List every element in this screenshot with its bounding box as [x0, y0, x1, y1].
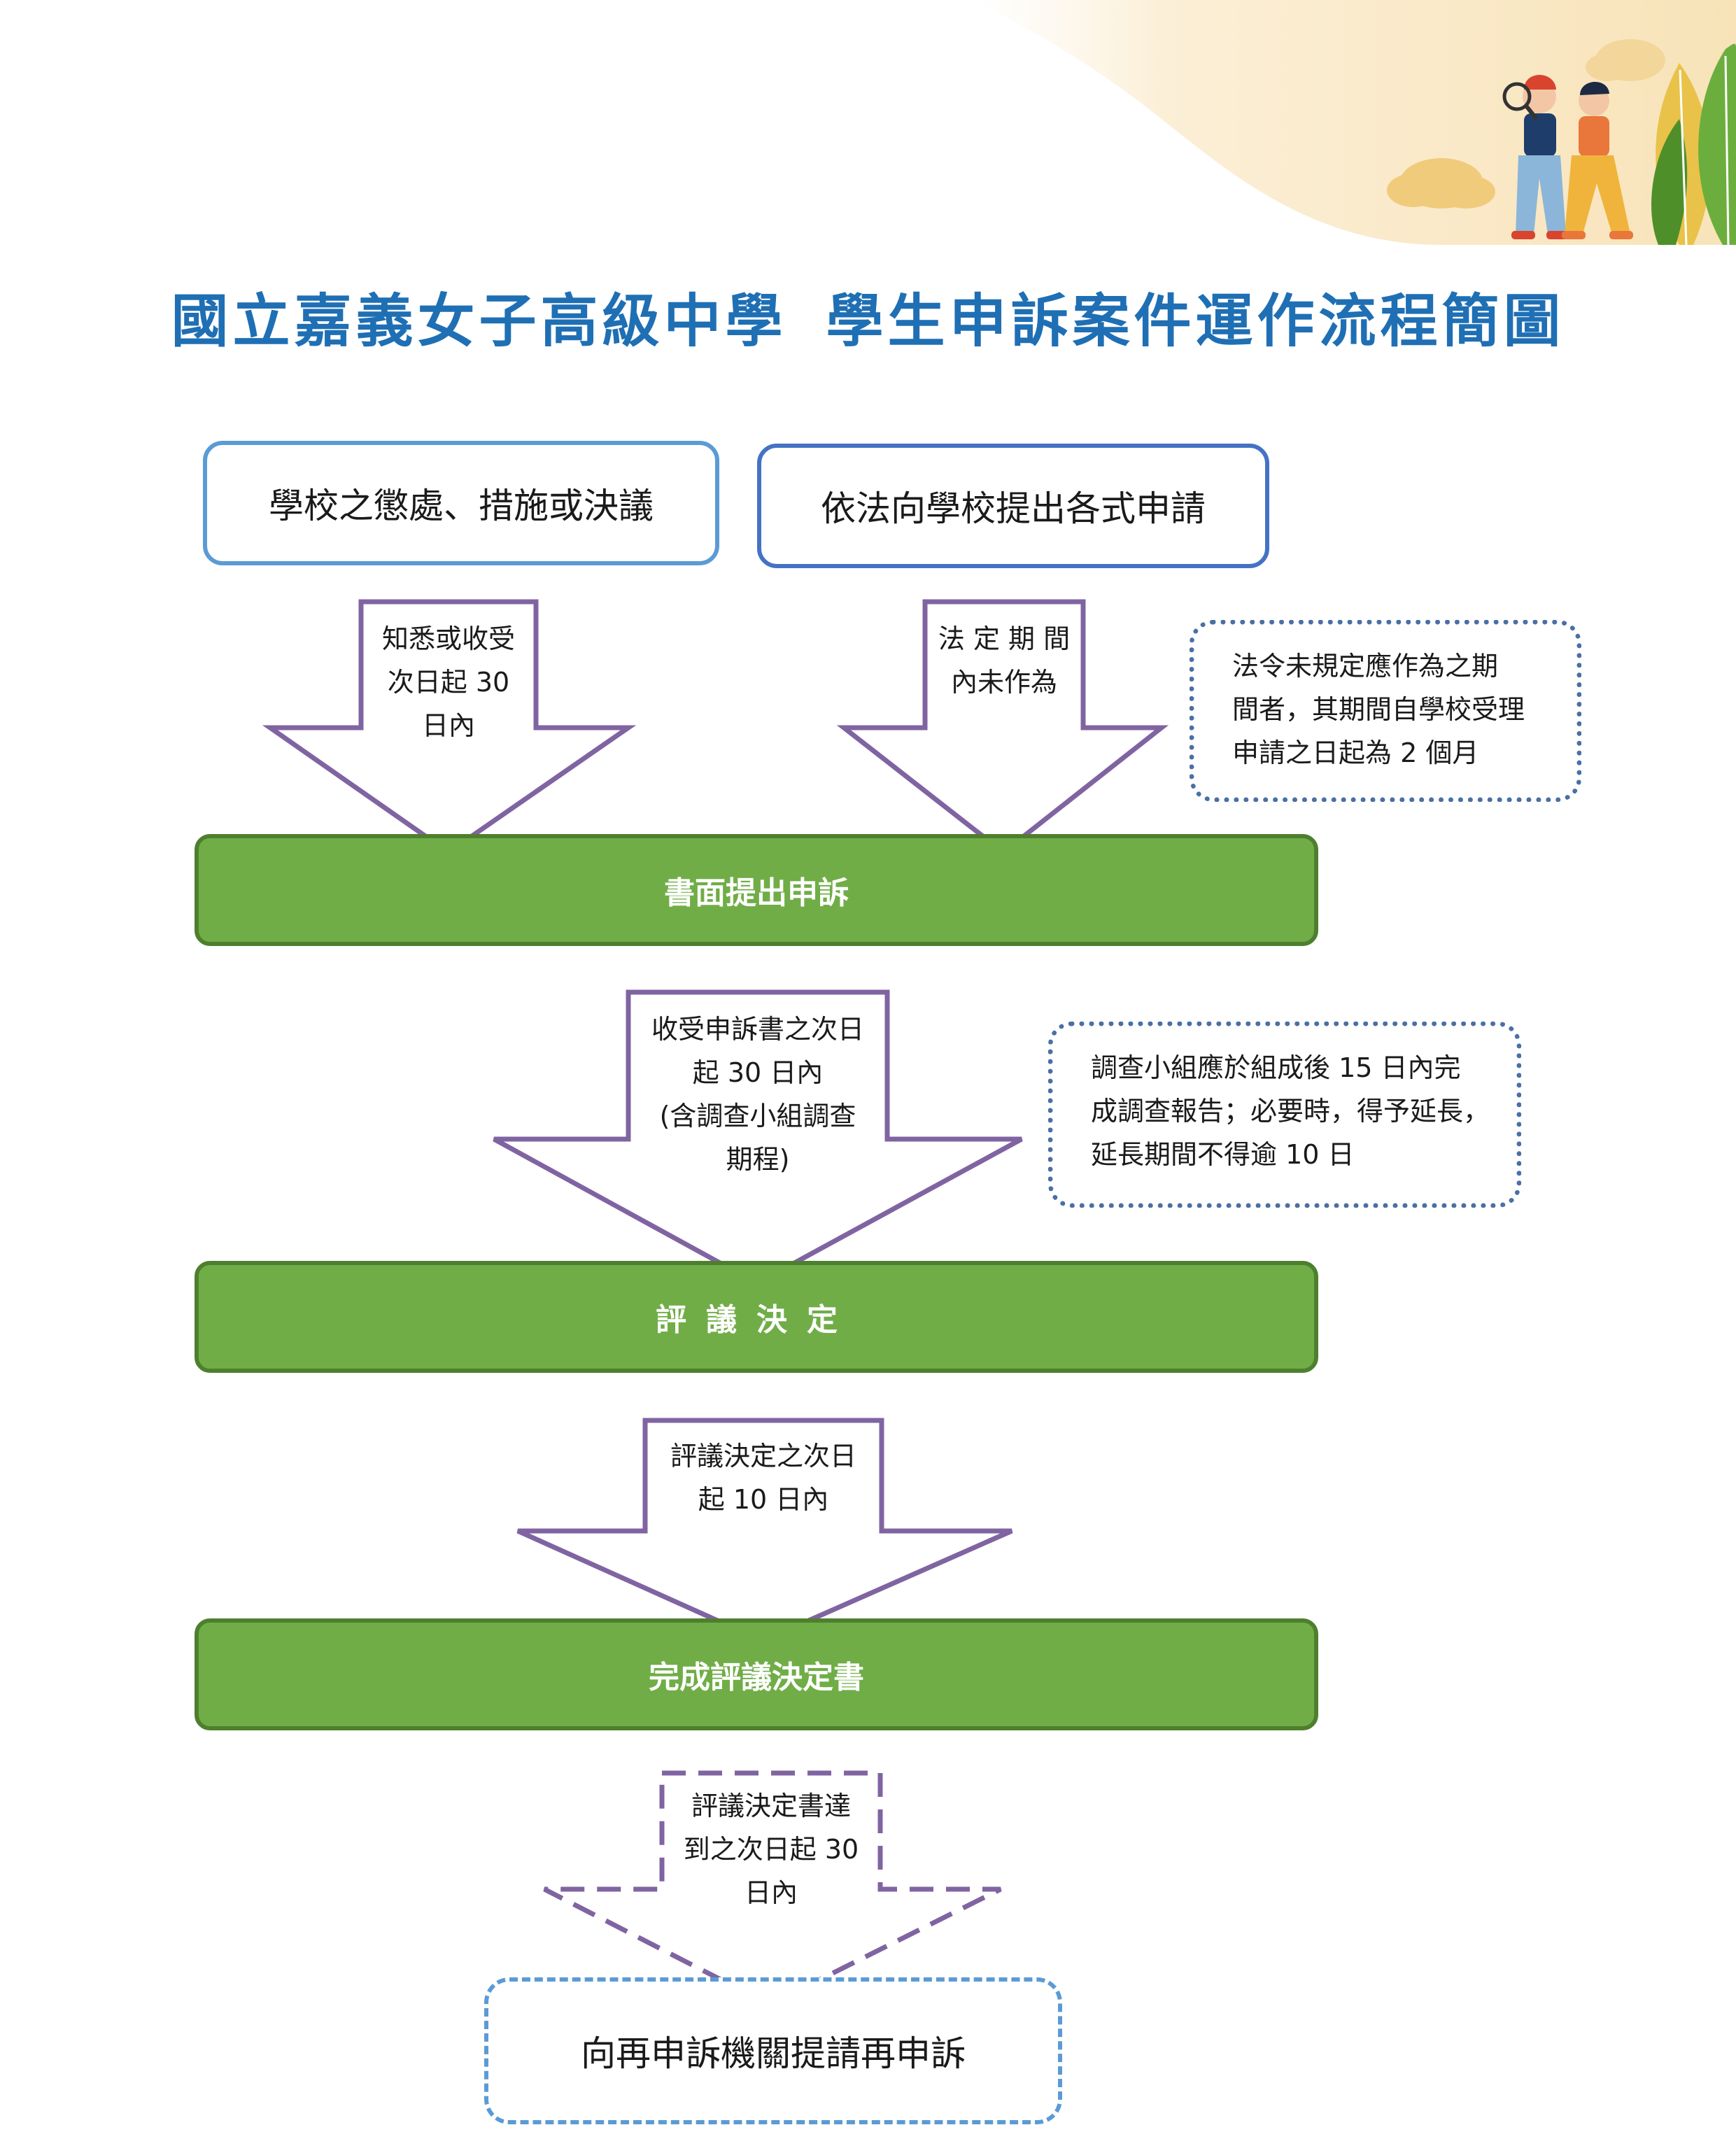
arrow-1-line: 日內	[421, 710, 475, 741]
arrow-2-line: 內未作為	[950, 667, 1057, 698]
arrow-4-label: 評議決定之次日 起 10 日內	[645, 1434, 882, 1521]
cloud-icon	[1387, 158, 1495, 209]
step-review-decision: 評議決定	[195, 1261, 1318, 1373]
arrow-1-label: 知悉或收受 次日起 30 日內	[361, 617, 536, 747]
arrow-1-line: 次日起 30	[387, 667, 510, 698]
note-investigation-period: 調查小組應於組成後 15 日內完 成調查報告；必要時，得予延長， 延長期間不得逾…	[1048, 1022, 1521, 1208]
arrow-3-line: 收受申訴書之次日	[651, 1014, 864, 1045]
arrow-3-line: 期程)	[726, 1144, 790, 1175]
final-box-label: 向再申訴機關提請再申訴	[581, 2033, 966, 2074]
page-title: 國立嘉義女子高級中學學生申訴案件運作流程簡圖	[0, 274, 1736, 358]
arrow-4	[516, 1418, 1013, 1644]
arrow-1	[262, 599, 637, 856]
start-box-disciplinary-action: 學校之懲處、措施或決議	[203, 441, 719, 565]
arrow-5-line: 日內	[744, 1877, 798, 1908]
step-label: 評議決定	[656, 1302, 857, 1338]
arrow-1-line: 知悉或收受	[381, 623, 515, 654]
note-line: 調查小組應於組成後 15 日內完	[1091, 1052, 1461, 1083]
arrow-3-line: (含調查小組調查	[659, 1101, 856, 1131]
arrow-2	[836, 599, 1169, 856]
note-line: 申請之日起為 2 個月	[1232, 737, 1479, 768]
final-box-re-appeal: 向再申訴機關提請再申訴	[484, 1977, 1062, 2124]
step-label: 書面提出申訴	[664, 875, 849, 911]
arrow-3-label: 收受申訴書之次日 起 30 日內 (含調查小組調查 期程)	[628, 1008, 887, 1181]
note-default-period: 法令未規定應作為之期 間者，其期間自學校受理 申請之日起為 2 個月	[1190, 620, 1581, 802]
step-complete-decision-document: 完成評議決定書	[195, 1618, 1318, 1730]
arrow-5-label: 評議決定書達 到之次日起 30 日內	[662, 1784, 880, 1914]
step-label: 完成評議決定書	[649, 1660, 864, 1695]
arrow-3-line: 起 30 日內	[692, 1057, 824, 1088]
note-line: 法令未規定應作為之期	[1232, 651, 1499, 682]
arrow-4-line: 起 10 日內	[698, 1484, 829, 1515]
note-line: 成調查報告；必要時，得予延長，	[1091, 1096, 1490, 1127]
arrow-2-line: 法 定 期 間	[938, 623, 1071, 654]
start-box-label: 學校之懲處、措施或決議	[269, 486, 654, 526]
arrow-2-label: 法 定 期 間 內未作為	[925, 617, 1083, 704]
arrow-5-line: 到之次日起 30	[683, 1834, 859, 1865]
arrow-5-line: 評議決定書達	[691, 1791, 851, 1821]
note-line: 間者，其期間自學校受理	[1232, 694, 1525, 725]
step-submit-complaint: 書面提出申訴	[195, 834, 1318, 946]
people-with-magnifier-icon	[1502, 75, 1633, 239]
header-decoration	[973, 0, 1736, 246]
title-school: 國立嘉義女子高級中學	[171, 288, 787, 355]
title-subject: 學生申訴案件運作流程簡圖	[826, 288, 1565, 355]
cloud-icon	[1586, 39, 1665, 81]
start-box-label: 依法向學校提出各式申請	[821, 488, 1206, 529]
note-line: 延長期間不得逾 10 日	[1091, 1139, 1355, 1170]
leaf-icon	[1651, 43, 1736, 246]
arrow-3	[493, 989, 1023, 1286]
arrow-5	[543, 1770, 1002, 2007]
start-box-legal-application: 依法向學校提出各式申請	[757, 444, 1269, 568]
arrow-4-line: 評議決定之次日	[670, 1441, 856, 1471]
